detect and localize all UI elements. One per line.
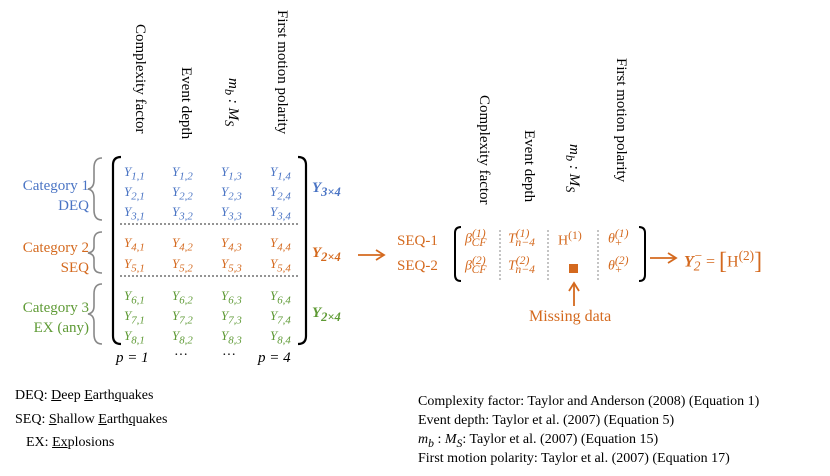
- cell-1-2: Y1,2: [172, 164, 193, 183]
- cell-2-3: Y2,3: [221, 184, 242, 203]
- p-label-1: p = 1: [116, 350, 149, 366]
- y-label-cat3: Y2×4: [312, 305, 341, 324]
- category-3-sub: EX (any): [33, 320, 89, 336]
- cell-theta-1: θ(1)+: [608, 227, 629, 250]
- y-label-cat2: Y2×4: [312, 245, 341, 264]
- cell-4-1: Y4,1: [124, 235, 145, 254]
- cell-3-2: Y3,2: [172, 204, 193, 223]
- cell-6-1: Y6,1: [124, 288, 145, 307]
- row-label-seq2: SEQ-2: [397, 258, 438, 274]
- cell-theta-2: θ(2)+: [608, 254, 629, 277]
- cell-7-1: Y7,1: [124, 308, 145, 327]
- cell-6-4: Y6,4: [270, 288, 291, 307]
- brace-cat2: [87, 231, 103, 274]
- cell-1-3: Y1,3: [221, 164, 242, 183]
- cell-6-2: Y6,2: [172, 288, 193, 307]
- cell-h-1: H(1): [558, 229, 582, 249]
- cell-t-1: T(1)n−4: [508, 227, 535, 250]
- y-label-cat1: Y3×4: [312, 180, 341, 199]
- cell-2-4: Y2,4: [270, 184, 291, 203]
- cell-5-2: Y5,2: [172, 256, 193, 275]
- p-label-dots-1: ···: [174, 348, 188, 363]
- cell-t-2: T(2)n−4: [508, 254, 535, 277]
- right-matrix-bracket-right: [638, 226, 646, 282]
- cell-1-1: Y1,1: [124, 164, 145, 183]
- cell-4-4: Y4,4: [270, 235, 291, 254]
- cell-2-2: Y2,2: [172, 184, 193, 203]
- cell-8-1: Y8,1: [124, 328, 145, 347]
- cell-5-4: Y5,4: [270, 256, 291, 275]
- right-matrix-bracket-left: [454, 226, 462, 282]
- arrow-to-result-head: [667, 252, 678, 264]
- legend-seq: SEQ: Shallow Earthquakes: [15, 412, 168, 427]
- left-matrix-bracket-left: [111, 155, 122, 346]
- cell-7-2: Y7,2: [172, 308, 193, 327]
- cell-5-1: Y5,1: [124, 256, 145, 275]
- cell-7-4: Y7,4: [270, 308, 291, 327]
- cell-3-1: Y3,1: [124, 204, 145, 223]
- cell-5-3: Y5,3: [221, 256, 242, 275]
- cell-beta-1: β(1)CF: [465, 227, 487, 250]
- cell-7-3: Y7,3: [221, 308, 242, 327]
- cell-4-3: Y4,3: [221, 235, 242, 254]
- missing-data-label: Missing data: [529, 308, 612, 325]
- missing-data-marker: [569, 264, 578, 273]
- cell-8-2: Y8,2: [172, 328, 193, 347]
- p-label-4: p = 4: [258, 350, 291, 366]
- ref-complexity: Complexity factor: Taylor and Anderson (…: [418, 394, 760, 409]
- legend-deq: DEQ: Deep Earthquakes: [15, 388, 154, 403]
- legend-ex: EX: Explosions: [26, 435, 115, 450]
- brace-cat3: [87, 283, 103, 345]
- category-2-label: Category 2: [22, 240, 89, 256]
- row-label-seq1: SEQ-1: [397, 233, 438, 249]
- cell-6-3: Y6,3: [221, 288, 242, 307]
- p-label-dots-2: ···: [222, 348, 236, 363]
- cell-beta-2: β(2)CF: [465, 254, 487, 277]
- result-expression: Y2− = [H(2)]: [684, 248, 763, 275]
- category-1-label: Category 1: [22, 178, 89, 194]
- category-3-label: Category 3: [22, 300, 89, 316]
- missing-arrow-head: [568, 281, 580, 292]
- cell-3-4: Y3,4: [270, 204, 291, 223]
- left-matrix-bracket-right: [297, 155, 308, 346]
- category-1-sub: DEQ: [58, 198, 89, 214]
- arrow-to-seq-head: [375, 249, 386, 261]
- ref-polarity: First motion polarity: Taylor et al. (20…: [418, 451, 730, 466]
- ref-mbms: mb : MS: Taylor et al. (2007) (Equation …: [418, 432, 659, 450]
- cell-3-3: Y3,3: [221, 204, 242, 223]
- cell-8-3: Y8,3: [221, 328, 242, 347]
- brace-cat1: [87, 157, 103, 221]
- category-2-sub: SEQ: [60, 260, 89, 276]
- cell-2-1: Y2,1: [124, 184, 145, 203]
- cell-1-4: Y1,4: [270, 164, 291, 183]
- ref-depth: Event depth: Taylor et al. (2007) (Equat…: [418, 413, 675, 428]
- cell-4-2: Y4,2: [172, 235, 193, 254]
- cell-8-4: Y8,4: [270, 328, 291, 347]
